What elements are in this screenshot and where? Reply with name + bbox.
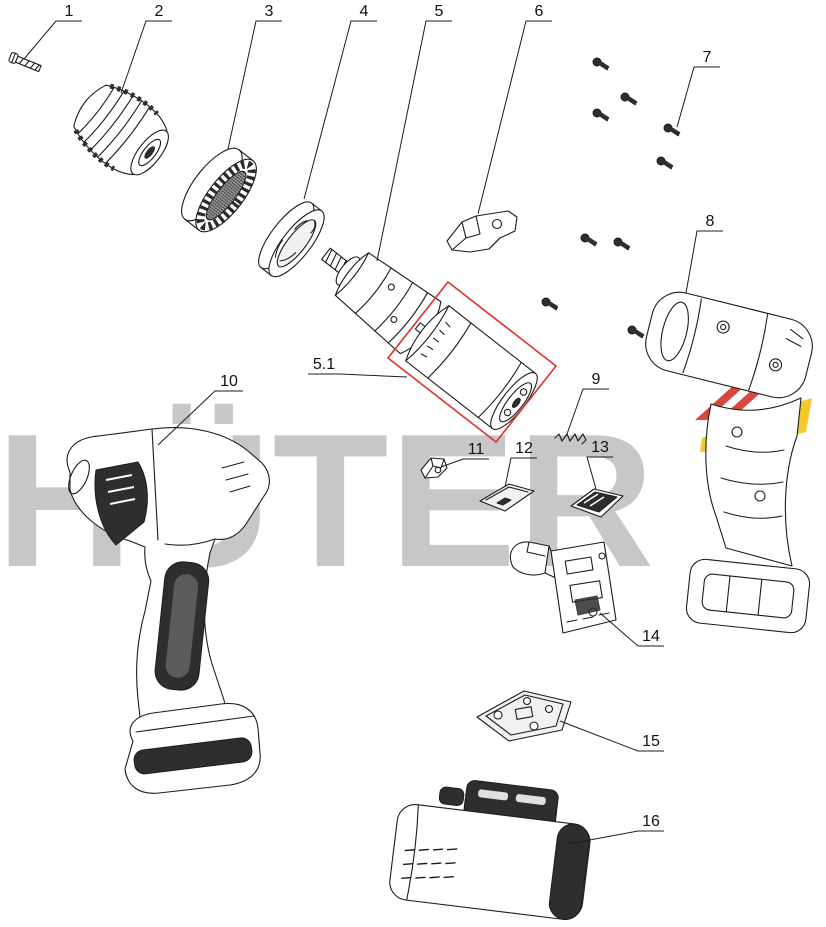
labels-layer: 1 2 3 4 5 6 7 8 9 10 5.1 11 12 13 14 15 — [23, 3, 723, 845]
part-label-11: 11 — [468, 441, 485, 458]
screw-icon — [612, 236, 631, 251]
part-label-5: 5 — [435, 3, 444, 20]
part-10-housing-left — [66, 427, 270, 794]
highlight-box — [386, 280, 558, 444]
part-label-15: 15 — [642, 733, 660, 750]
leader-line-3 — [227, 20, 282, 150]
part-label-3: 3 — [265, 3, 274, 20]
part-4-ring — [258, 201, 325, 278]
part-3-gear-ring — [181, 147, 257, 233]
part-1-screw — [8, 52, 42, 73]
leader-line-4 — [303, 20, 377, 200]
part-label-13: 13 — [591, 439, 609, 456]
part-label-12: 12 — [515, 440, 533, 457]
leader-line-2 — [120, 20, 172, 94]
part-label-9: 9 — [592, 371, 601, 388]
leader-line-11 — [440, 458, 489, 468]
screw-icon — [591, 56, 610, 71]
screw-icon — [619, 91, 638, 106]
part-6-bracket — [446, 210, 518, 253]
part-7-screws — [540, 56, 681, 339]
leader-line-5-1 — [308, 373, 408, 378]
part-15-plate — [476, 690, 572, 742]
part-14-switch — [509, 541, 617, 634]
screw-icon — [540, 296, 559, 311]
part-label-7: 7 — [703, 49, 712, 66]
part-2-chuck — [73, 83, 169, 176]
base-band — [133, 737, 253, 775]
leader-line-16 — [567, 830, 664, 845]
grip-pad — [154, 561, 210, 691]
part-11-clip — [420, 457, 448, 479]
leader-line-6 — [477, 20, 552, 215]
screw-icon — [591, 107, 610, 122]
leader-line-5 — [376, 20, 452, 262]
part-label-6: 6 — [535, 3, 544, 20]
leader-line-1 — [23, 20, 82, 60]
screw-icon — [662, 122, 681, 137]
part-label-1: 1 — [65, 3, 74, 20]
screw-icon — [626, 324, 645, 339]
part-5-1-motor — [405, 305, 538, 430]
leader-line-12 — [504, 457, 537, 488]
part-9-spring — [554, 433, 587, 445]
leader-line-15 — [559, 720, 664, 752]
leader-line-7 — [676, 66, 720, 128]
part-16-battery — [389, 780, 591, 921]
part-label-4: 4 — [360, 3, 369, 20]
screw-icon — [655, 155, 674, 170]
parts-layer — [8, 52, 813, 921]
leader-line-8 — [685, 230, 723, 294]
part-12-plate — [479, 483, 535, 512]
battery-vents — [401, 848, 458, 880]
leader-line-14 — [599, 612, 664, 647]
part-5-gearbox — [321, 247, 442, 355]
part-label-2: 2 — [155, 3, 164, 20]
part-13-block — [570, 488, 624, 518]
screw-icon — [579, 232, 598, 247]
part-label-14: 14 — [642, 628, 660, 645]
part-label-5-1: 5.1 — [313, 356, 335, 373]
leader-line-9 — [566, 388, 609, 435]
part-label-8: 8 — [706, 213, 715, 230]
leader-line-13 — [586, 456, 613, 490]
part-8-housing-right — [645, 291, 813, 634]
part-label-16: 16 — [642, 813, 660, 830]
leader-line-10 — [157, 390, 243, 446]
part-label-10: 10 — [220, 373, 238, 390]
